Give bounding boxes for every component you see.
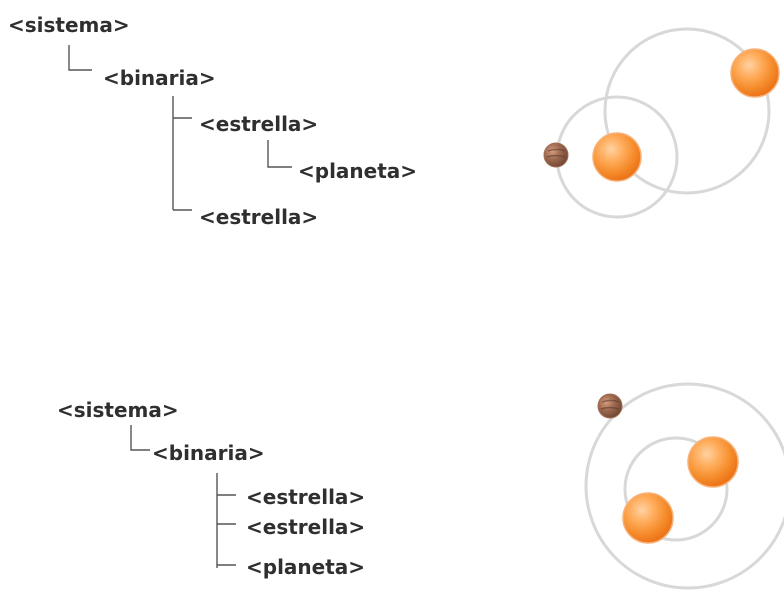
top-star-two-tag: <estrella> [199, 205, 319, 229]
top-star-icon-large [592, 132, 642, 182]
top-inner-orbit-circle [555, 95, 679, 219]
top-root-to-binary-connector [68, 45, 92, 71]
bottom-system-tag: <sistema> [57, 398, 179, 422]
top-planet-band-2 [546, 154, 566, 158]
bottom-planet-icon [597, 393, 623, 419]
bottom-binary-children-connector [216, 473, 236, 568]
bottom-star-one-tag: <estrella> [246, 485, 366, 509]
top-star-one-tag: <estrella> [199, 112, 319, 136]
bottom-orbit-illustration [584, 382, 784, 590]
bottom-planet-band [601, 399, 620, 403]
top-planet-tag: <planeta> [298, 159, 418, 183]
bottom-planet-tag: <planeta> [246, 555, 366, 579]
top-orbit-illustration [543, 27, 780, 219]
top-planet-band [547, 148, 566, 152]
bottom-star-two-tag: <estrella> [246, 515, 366, 539]
top-star-icon-right [730, 48, 780, 98]
top-planet-icon [543, 142, 569, 168]
top-system-tag: <sistema> [8, 13, 130, 37]
bottom-outer-orbit-circle [584, 382, 784, 590]
top-star-to-planet-connector [267, 140, 292, 168]
bottom-inner-orbit-circle [623, 436, 729, 542]
top-binary-tag: <binaria> [103, 66, 216, 90]
bottom-root-to-binary-connector [130, 425, 150, 451]
top-binary-children-connector [172, 96, 192, 211]
bottom-star-icon-top [687, 436, 739, 488]
bottom-star-icon-bottom [622, 492, 674, 544]
top-outer-orbit-circle [603, 27, 771, 195]
bottom-planet-band-2 [600, 406, 620, 410]
bottom-binary-tag: <binaria> [152, 441, 265, 465]
